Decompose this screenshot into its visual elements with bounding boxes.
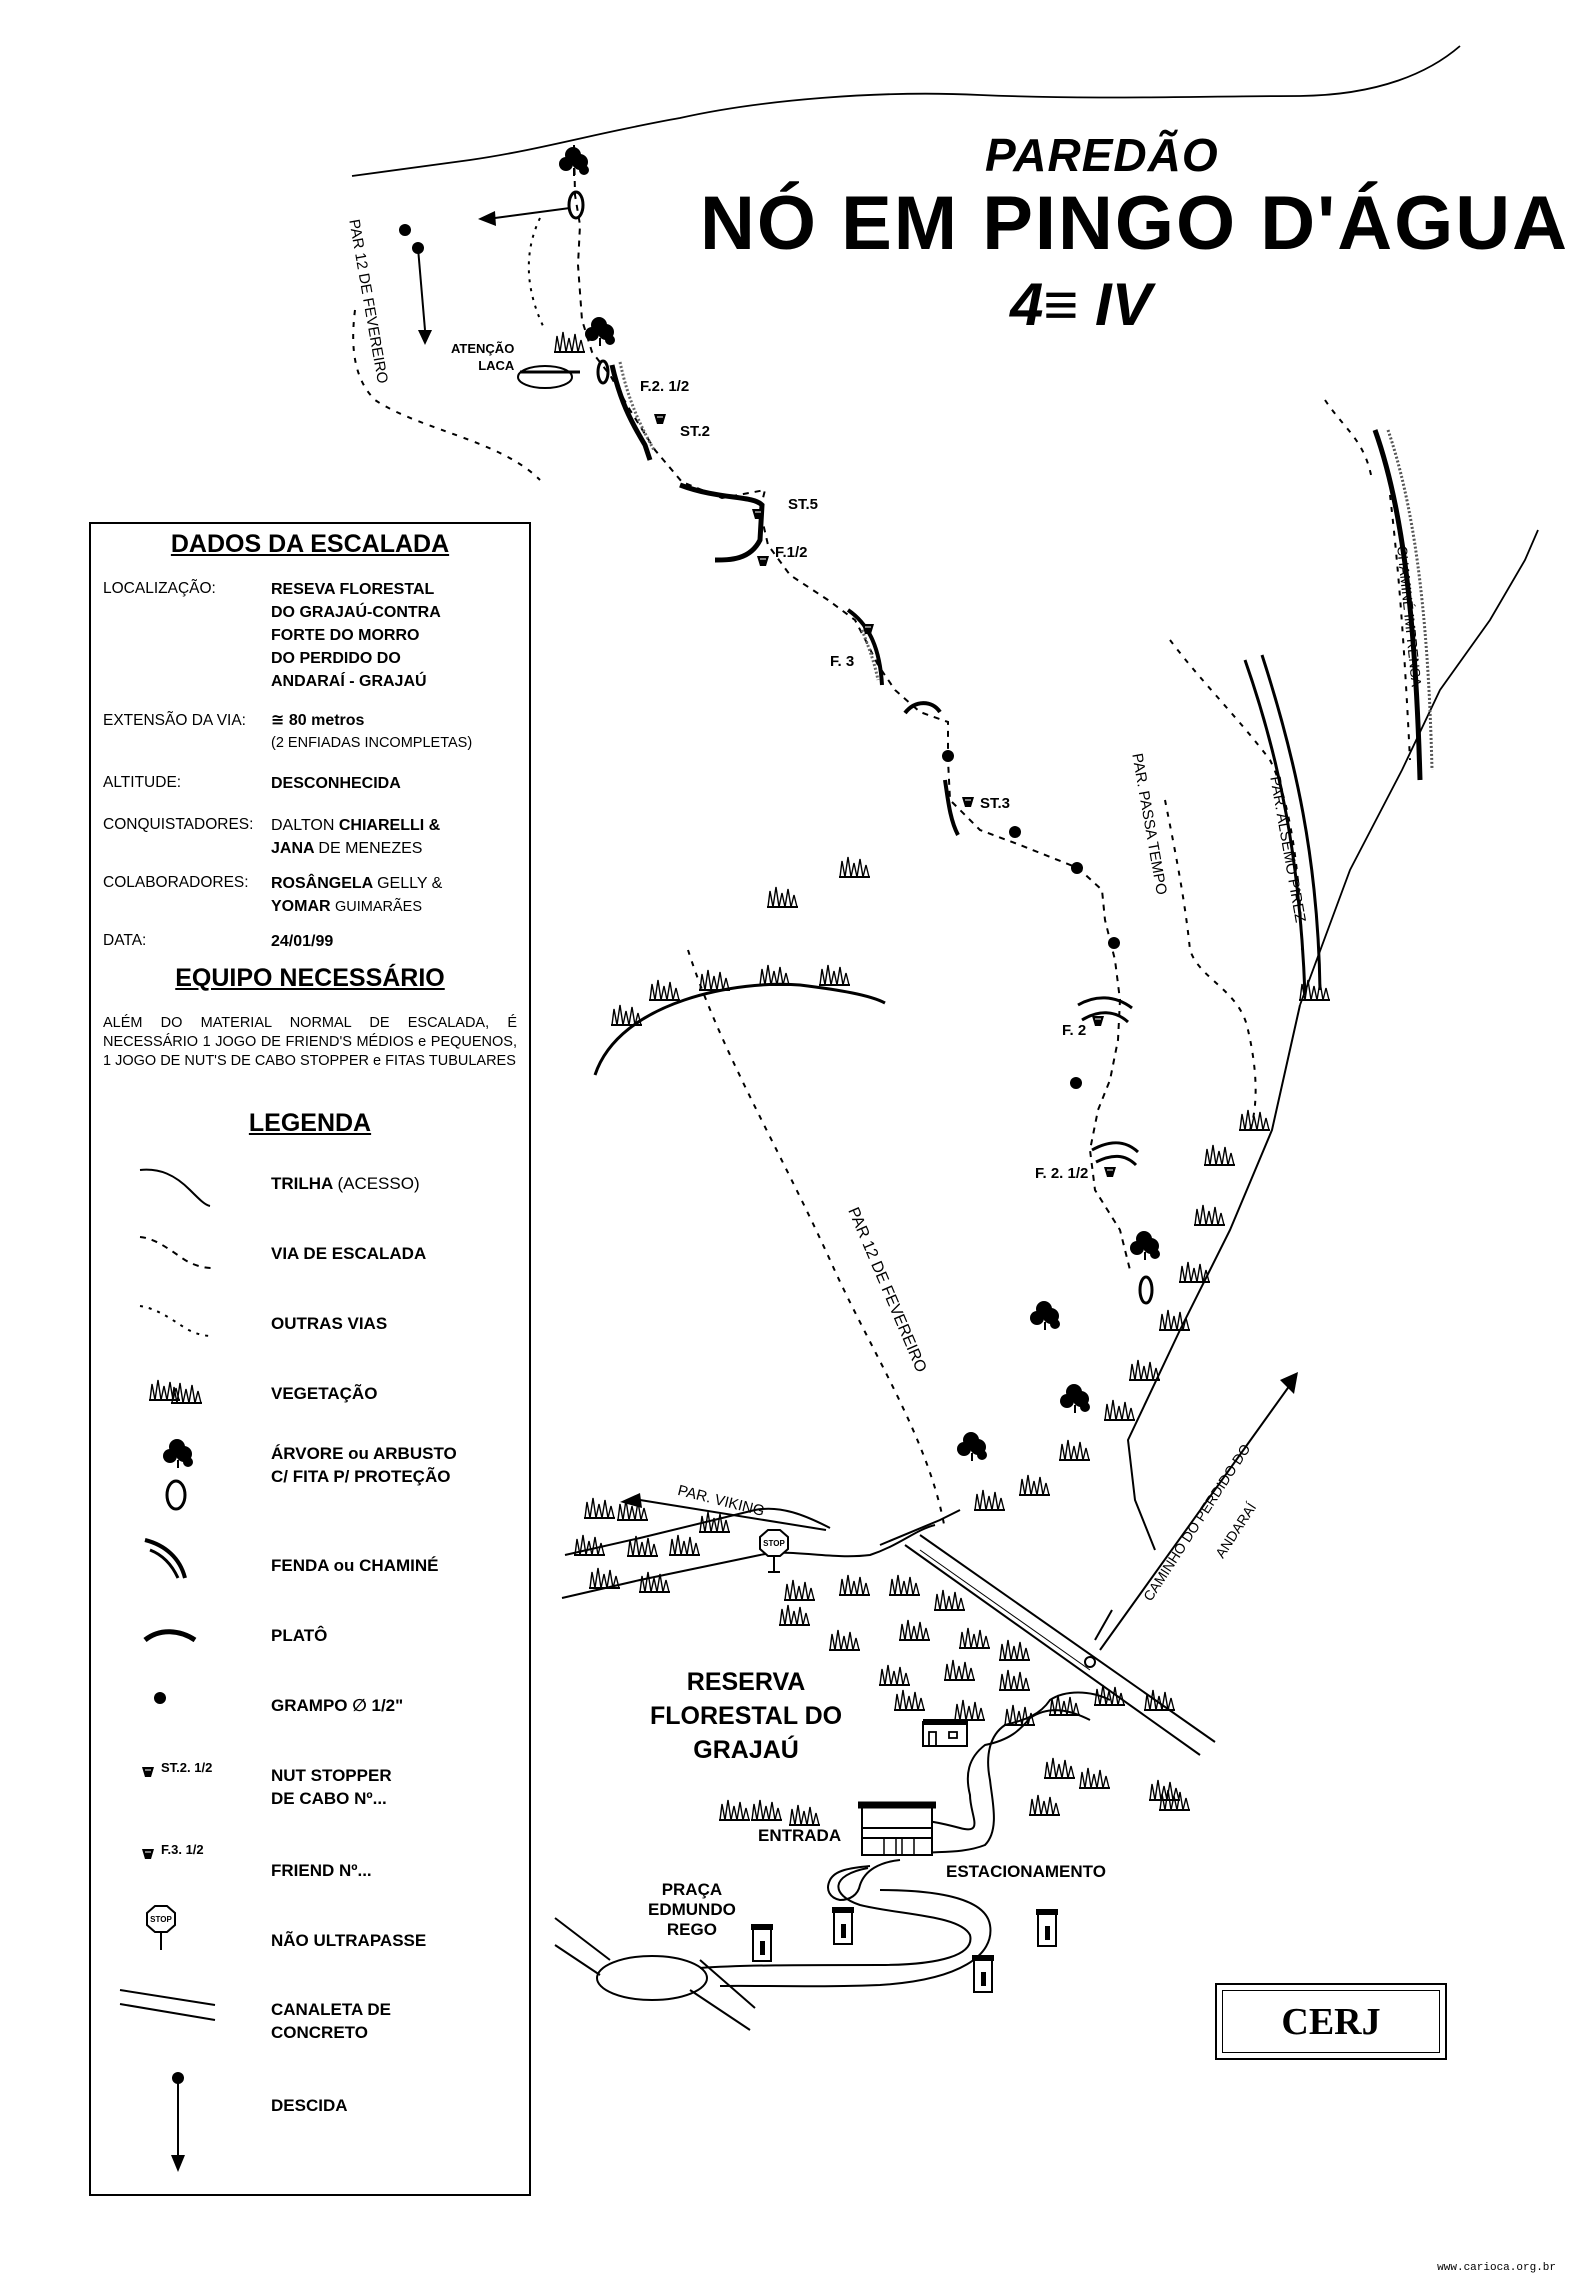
label-st3: ST.3 [980, 795, 1011, 812]
legend-trilha: TRILHA [271, 1174, 333, 1193]
equipo-text: ALÉM DO MATERIAL NORMAL DE ESCALADA, É N… [103, 1015, 517, 1069]
label-f2-half-bottom: F. 2. 1/2 [1035, 1165, 1089, 1182]
conquistador-1-first: DALTON [271, 817, 335, 834]
label-reserva: RESERVA FLORESTAL DO GRAJAÚ [650, 1668, 843, 1764]
legend-grampo: GRAMPO ∅ 1/2" [271, 1696, 404, 1715]
route-grade: 4≡ IV [1010, 271, 1152, 338]
legend-plato: PLATÔ [271, 1626, 328, 1645]
colaborador-2-last: GUIMARÃES [335, 899, 423, 915]
info-panel: DADOS DA ESCALADA LOCALIZAÇÃO: RESEVA FL… [89, 522, 531, 2196]
colaboradores-key: COLABORADORES: [103, 874, 249, 891]
extensao-value: ≅ 80 metros [271, 712, 365, 729]
title-paredao: PAREDÃO [985, 129, 1219, 181]
label-entrada: ENTRADA [758, 1826, 842, 1845]
localizacao-key: LOCALIZAÇÃO: [103, 580, 216, 597]
colaborador-1-first: ROSÂNGELA [271, 875, 373, 892]
legend-outras: OUTRAS VIAS [271, 1314, 388, 1333]
data-key: DATA: [103, 932, 147, 949]
label-f1-half: F.1/2 [775, 544, 808, 561]
stop-sign-text: STOP [763, 1539, 785, 1548]
legend-nut-sample: ST.2. 1/2 [161, 1760, 213, 1775]
title-route-name: NÓ EM PINGO D'ÁGUA [700, 181, 1569, 266]
localizacao-value: RESEVA FLORESTAL DO GRAJAÚ-CONTRA FORTE … [271, 581, 441, 690]
conquistador-1-last: CHIARELLI & [338, 817, 441, 834]
legend-vegetacao: VEGETAÇÃO [271, 1384, 378, 1403]
label-f2-half-top: F.2. 1/2 [640, 378, 690, 395]
legend-nao-ultrapasse: NÃO ULTRAPASSE [271, 1931, 427, 1950]
dados-heading: DADOS DA ESCALADA [170, 530, 450, 558]
legend-trilha-sub: (ACESSO) [337, 1174, 420, 1193]
label-st5: ST.5 [788, 496, 819, 513]
data-value: 24/01/99 [271, 933, 334, 950]
colaborador-2-first: YOMAR [271, 898, 331, 915]
legend-via: VIA DE ESCALADA [271, 1244, 427, 1263]
label-f3: F. 3 [830, 653, 855, 670]
legend-canaleta: CANALETA DE CONCRETO [271, 2000, 391, 2042]
cerj-badge: CERJ [1215, 1983, 1447, 2060]
label-st2: ST.2 [680, 423, 711, 440]
equipo-heading: EQUIPO NECESSÁRIO [175, 964, 445, 992]
legenda-heading: LEGENDA [248, 1109, 372, 1137]
conquistador-2-last: DE MENEZES [318, 840, 423, 857]
altitude-value: DESCONHECIDA [271, 775, 401, 792]
legend-fenda: FENDA ou CHAMINÉ [271, 1556, 439, 1575]
footer-url: www.carioca.org.br [1437, 2262, 1556, 2274]
conquistador-2-first: JANA [271, 840, 314, 857]
label-atencao-laca: ATENÇÃO LACA [451, 341, 515, 373]
legend-descida: DESCIDA [271, 2096, 348, 2115]
extensao-sub: (2 ENFIADAS INCOMPLETAS) [271, 735, 473, 751]
legend-nut: NUT STOPPER DE CABO Nº... [271, 1766, 392, 1808]
legend-arvore: ÁRVORE ou ARBUSTO C/ FITA P/ PROTEÇÃO [271, 1444, 457, 1486]
label-f2: F. 2 [1062, 1022, 1087, 1039]
conquistadores-key: CONQUISTADORES: [103, 816, 254, 833]
cerj-text: CERJ [1222, 1990, 1440, 2053]
label-praca: PRAÇA EDMUNDO REGO [648, 1880, 736, 1939]
legend-friend-sample: F.3. 1/2 [161, 1842, 204, 1857]
extensao-key: EXTENSÃO DA VIA: [103, 712, 246, 729]
legend-stop-text: STOP [150, 1915, 172, 1924]
colaborador-1-last: GELLY & [377, 875, 443, 892]
legend-friend: FRIEND Nº... [271, 1861, 372, 1880]
altitude-key: ALTITUDE: [103, 774, 182, 791]
label-estacionamento: ESTACIONAMENTO [946, 1862, 1106, 1881]
